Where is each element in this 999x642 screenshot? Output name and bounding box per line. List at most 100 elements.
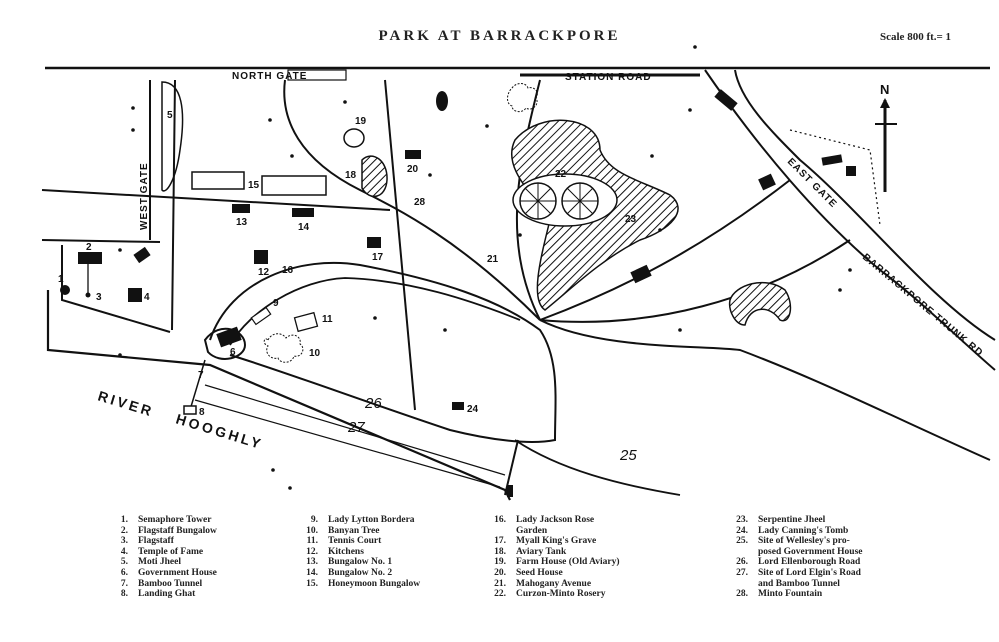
east-pond <box>728 281 792 326</box>
building-trunk-2 <box>758 173 776 191</box>
map-label-4: 4 <box>144 292 150 303</box>
building-government-house <box>216 326 242 348</box>
legend-column-3: 16.Lady Jackson Rose Garden 17.Myall Kin… <box>488 515 620 600</box>
west-gate-road <box>149 79 176 331</box>
legend-item: 7.Bamboo Tunnel <box>120 578 203 589</box>
legend-item: 12.Kitchens <box>306 546 364 557</box>
east-lower-road <box>539 239 851 323</box>
map-label-7: 7 <box>198 370 204 381</box>
building-17 <box>367 237 381 248</box>
hooghly-label: HOOGHLY <box>174 411 265 453</box>
building-flagstaff-bungalow <box>78 252 102 264</box>
map-label-26: 26 <box>364 395 382 412</box>
map-label-20: 20 <box>407 164 419 175</box>
elgin-road-top <box>204 384 506 476</box>
legend-item: 6.Government House <box>120 567 217 578</box>
bamboo-tunnel-path <box>189 359 206 411</box>
map-label-5: 5 <box>167 110 173 121</box>
map-title: PARK AT BARRACKPORE <box>378 28 621 44</box>
tree-dots <box>118 45 852 490</box>
building-south-spur <box>507 485 513 497</box>
west-road-upper <box>41 239 161 243</box>
building-east-gate <box>821 154 843 166</box>
north-south-road <box>384 79 416 411</box>
trunk-road-label: BARRACKPORE TRUNK RD <box>860 252 985 359</box>
legend-item: 22.Curzon-Minto Rosery <box>494 589 606 600</box>
trunk-road-west-edge <box>704 69 996 371</box>
legend-item: 24.Lady Canning's Tomb <box>736 525 849 536</box>
legend-item: 11.Tennis Court <box>306 536 382 547</box>
legend-item: 17.Myall King's Grave <box>494 536 597 547</box>
aviary-tank <box>361 155 388 198</box>
scale-note: Scale 800 ft.= 1 <box>880 31 952 43</box>
legend-item: 2.Flagstaff Bungalow <box>120 525 217 536</box>
banyan-tree <box>263 333 304 363</box>
trunk-road-east-edge <box>734 69 996 341</box>
moti-jheel-outline <box>161 81 184 192</box>
map-label-2: 2 <box>86 242 92 253</box>
legend-item: 9.Lady Lytton Bordera <box>310 515 415 525</box>
north-arrow-head <box>880 98 890 108</box>
building-kitchens <box>254 250 268 264</box>
map-label-13: 13 <box>236 217 248 228</box>
rosery-spokes <box>520 183 598 219</box>
legend-item: 18.Aviary Tank <box>494 546 567 557</box>
map-label-27: 27 <box>347 419 365 436</box>
honeymoon-bungalow-left <box>191 171 245 190</box>
legend-item: 16.Lady Jackson Rose <box>494 515 595 525</box>
tennis-court <box>293 311 319 333</box>
central-loop-road <box>209 261 557 443</box>
honeymoon-bungalow-right <box>261 175 327 196</box>
map-label-21: 21 <box>487 254 499 265</box>
landing-ghat <box>183 405 197 415</box>
west-land-outline <box>61 245 171 333</box>
legend-item: 5.Moti Jheel <box>120 557 182 568</box>
legend-item: 13.Bungalow No. 1 <box>306 557 393 568</box>
buildings <box>78 89 856 497</box>
map-label-19: 19 <box>355 116 367 127</box>
west-boundary-line <box>41 189 391 211</box>
legend-item-continuation: and Bamboo Tunnel <box>758 578 840 589</box>
building-seed-house <box>405 150 421 159</box>
south-east-area-edge <box>539 319 991 461</box>
north-gate-label: NORTH GATE <box>232 71 307 82</box>
building-trunk-1 <box>714 89 738 111</box>
legend-item: 27.Site of Lord Elgin's Road <box>736 567 861 578</box>
building-west-gate-lodge <box>133 246 151 264</box>
legend-item: 26.Lord Ellenborough Road <box>736 557 861 568</box>
map-label-23: 23 <box>625 214 637 225</box>
legend-column-1: 1.Semaphore Tower 2.Flagstaff Bungalow 3… <box>110 515 217 600</box>
map-label-15: 15 <box>248 180 260 191</box>
north-label: N <box>880 82 889 97</box>
map-label-3: 3 <box>96 292 102 303</box>
elgin-road-bottom <box>194 399 501 488</box>
legend-item: 19.Farm House (Old Aviary) <box>494 557 620 568</box>
building-bungalow-1 <box>232 204 250 213</box>
map-label-12: 12 <box>258 267 270 278</box>
west-gate-label: WEST GATE <box>139 162 150 230</box>
legend-item-continuation: Garden <box>516 525 548 536</box>
map-label-28: 28 <box>414 197 426 208</box>
map-label-18: 18 <box>345 170 357 181</box>
station-road-label: STATION ROAD <box>565 72 652 83</box>
riverbank-edge <box>46 290 511 501</box>
legend-item: 20.Seed House <box>494 567 563 578</box>
government-house-loop <box>203 327 247 360</box>
legend-item: 23.Serpentine Jheel <box>736 515 826 525</box>
east-cross-road <box>539 179 791 321</box>
map-label-6: 6 <box>230 347 236 358</box>
map-label-22: 22 <box>555 169 567 180</box>
building-temple-of-fame <box>128 288 142 302</box>
legend-item-continuation: posed Government House <box>758 546 863 557</box>
map-label-10: 10 <box>309 348 321 359</box>
station-road-clump <box>507 83 538 113</box>
map-label-1: 1 <box>58 274 64 285</box>
building-east-1 <box>630 264 652 284</box>
legend-item: 1.Semaphore Tower <box>120 515 212 525</box>
building-east-gate-2 <box>846 166 856 176</box>
map-label-11: 11 <box>322 314 333 325</box>
map-label-16: 16 <box>282 265 294 276</box>
legend-item: 4.Temple of Fame <box>120 546 204 557</box>
legend-column-4: 23.Serpentine Jheel 24.Lady Canning's To… <box>730 515 863 600</box>
